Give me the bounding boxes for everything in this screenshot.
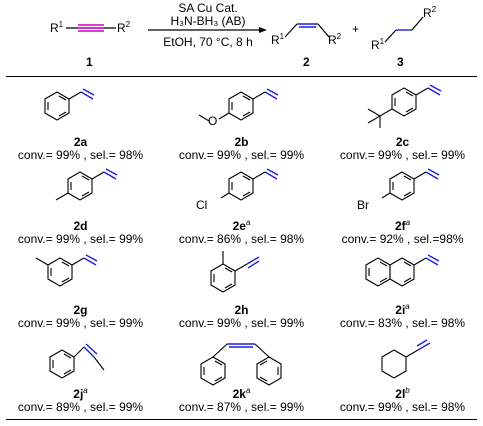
reaction-scheme: R1 R2 SA Cu Cat. H₃N-BH₃ (AB) EtOH, 70 °… bbox=[0, 0, 483, 75]
oxygen-atom: O bbox=[208, 114, 217, 128]
reactant-r1: R1 bbox=[50, 20, 64, 36]
reagent-label: H₃N-BH₃ (AB) bbox=[170, 14, 246, 28]
reactant-r2: R2 bbox=[117, 20, 131, 36]
structure-2b: O bbox=[198, 88, 279, 128]
product-2l: 2lb conv.= 99% , sel.= 98% bbox=[322, 332, 483, 416]
compound-id: 2h bbox=[234, 303, 249, 317]
conversion-selectivity: conv.= 89% , sel.= 99% bbox=[17, 400, 144, 414]
structure-2c bbox=[367, 84, 442, 128]
compound-id: 2c bbox=[395, 135, 410, 149]
product-2c: 2c conv.= 99% , sel.= 99% bbox=[322, 80, 483, 164]
compound-id: 2ea bbox=[232, 218, 251, 233]
product-2h: 2h conv.= 99% , sel.= 99% bbox=[161, 248, 322, 332]
structure-2e: Cl bbox=[196, 168, 279, 212]
side-product-number: 3 bbox=[397, 55, 404, 69]
structure-2a bbox=[44, 88, 95, 121]
conversion-selectivity: conv.= 87% , sel.= 99% bbox=[178, 400, 305, 414]
compound-id: 2b bbox=[234, 135, 249, 149]
product-2a: 2a conv.= 99% , sel.= 98% bbox=[0, 80, 161, 164]
conversion-selectivity: conv.= 99% , sel.= 99% bbox=[17, 316, 144, 330]
product-2e: Cl 2ea conv.= 86% , sel.= 98% bbox=[161, 164, 322, 248]
product-2d: 2d conv.= 99% , sel.= 99% bbox=[0, 164, 161, 248]
structure-2l bbox=[381, 339, 431, 379]
conversion-selectivity: conv.= 99% , sel.= 99% bbox=[339, 148, 466, 162]
compound-id: 2d bbox=[73, 219, 88, 233]
scheme-drawing bbox=[66, 16, 424, 43]
product-2f: Br 2fa conv.= 92% , sel.=98% bbox=[322, 164, 483, 248]
reactant-number: 1 bbox=[86, 55, 93, 69]
bromine-atom: Br bbox=[357, 198, 369, 212]
compound-id: 2lb bbox=[395, 386, 410, 401]
conversion-selectivity: conv.= 83% , sel.= 98% bbox=[339, 316, 466, 330]
top-divider bbox=[6, 76, 477, 77]
bottom-divider bbox=[6, 419, 477, 420]
compound-id: 2ka bbox=[232, 386, 251, 401]
product-number: 2 bbox=[303, 55, 310, 69]
structure-2k bbox=[200, 343, 282, 386]
conversion-selectivity: conv.= 99% , sel.= 98% bbox=[339, 400, 466, 414]
product-2i: 2ia conv.= 83% , sel.= 98% bbox=[322, 248, 483, 332]
compound-id: 2g bbox=[73, 303, 88, 317]
conversion-selectivity: conv.= 99% , sel.= 99% bbox=[178, 148, 305, 162]
chlorine-atom: Cl bbox=[196, 198, 207, 212]
product-2k: 2ka conv.= 87% , sel.= 99% bbox=[161, 332, 322, 416]
structure-2f: Br bbox=[357, 168, 440, 212]
conversion-selectivity: conv.= 86% , sel.= 98% bbox=[178, 232, 305, 246]
compound-id: 2fa bbox=[394, 218, 411, 233]
conversion-selectivity: conv.= 99% , sel.= 99% bbox=[17, 232, 144, 246]
substrate-scope-grid: 2a conv.= 99% , sel.= 98% O 2b conv.= 99… bbox=[0, 80, 483, 418]
side-r2: R2 bbox=[423, 5, 437, 21]
conversion-selectivity: conv.= 92% , sel.=98% bbox=[341, 232, 464, 246]
product-r2: R2 bbox=[328, 32, 342, 48]
product-2b: O 2b conv.= 99% , sel.= 99% bbox=[161, 80, 322, 164]
compound-id: 2ia bbox=[395, 302, 410, 317]
conversion-selectivity: conv.= 99% , sel.= 99% bbox=[178, 316, 305, 330]
compound-id: 2ja bbox=[73, 386, 88, 401]
structure-2h bbox=[210, 251, 260, 293]
plus-sign: + bbox=[352, 22, 360, 36]
product-r1: R1 bbox=[271, 32, 285, 48]
structure-2d bbox=[55, 168, 118, 201]
compound-id: 2a bbox=[73, 135, 88, 149]
structure-2i bbox=[365, 254, 440, 287]
structure-2g bbox=[35, 254, 98, 287]
conversion-selectivity: conv.= 99% , sel.= 98% bbox=[17, 148, 144, 162]
side-r1: R1 bbox=[371, 37, 385, 53]
catalyst-label: SA Cu Cat. bbox=[178, 1, 238, 15]
structure-2j bbox=[49, 343, 105, 379]
product-2j: 2ja conv.= 89% , sel.= 99% bbox=[0, 332, 161, 416]
product-2g: 2g conv.= 99% , sel.= 99% bbox=[0, 248, 161, 332]
conditions-label: EtOH, 70 °C, 8 h bbox=[163, 35, 253, 49]
